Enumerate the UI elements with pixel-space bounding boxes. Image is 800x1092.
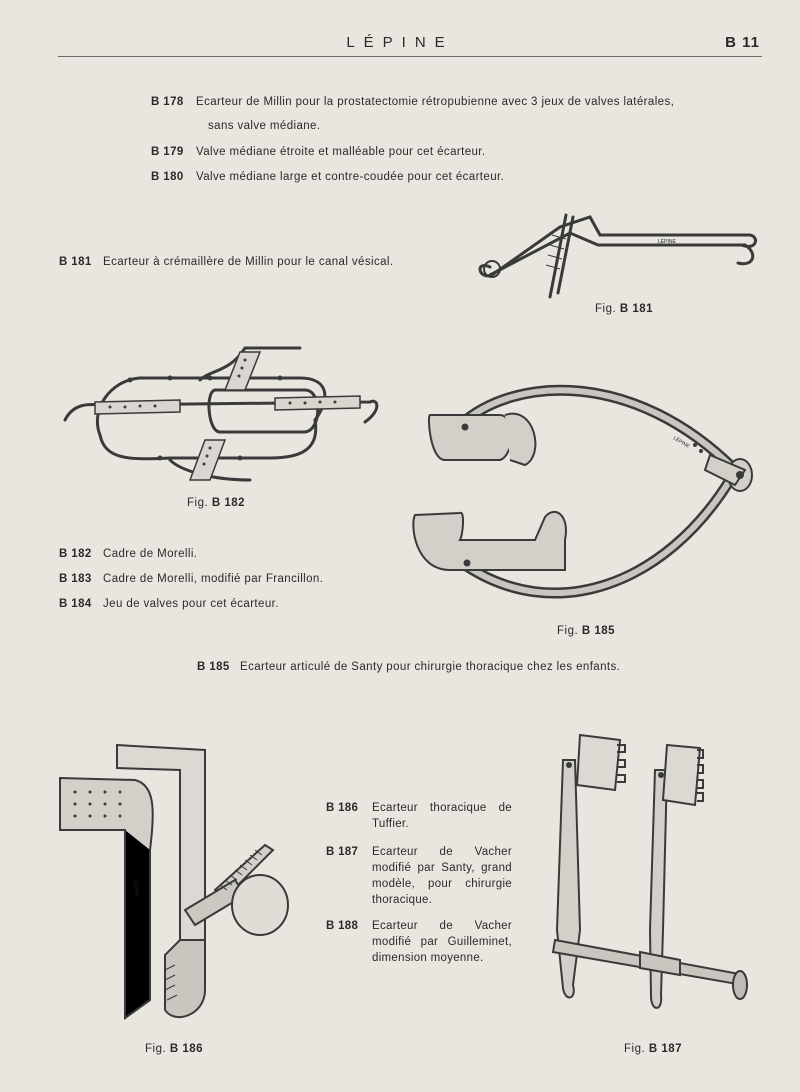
entry-text: Valve médiane étroite et malléable pour …	[196, 146, 486, 158]
caption-fig-b185: Fig. B 185	[557, 625, 615, 637]
entry-code: B 182	[59, 548, 92, 560]
entry-code: B 187	[326, 846, 359, 858]
entry-text: Ecarteur de Millin pour la prostatectomi…	[196, 96, 675, 108]
entry-text: Ecarteur articulé de Santy pour chirurgi…	[240, 661, 621, 673]
caption-fig-b186: Fig. B 186	[145, 1043, 203, 1055]
entry-text: Ecarteur à crémaillère de Millin pour le…	[103, 256, 394, 268]
entry-code: B 183	[59, 573, 92, 585]
entry-text: Valve médiane large et contre-coudée pou…	[196, 171, 505, 183]
figure-b181-illustration: LÉPINE	[478, 213, 758, 299]
entry-b185: B 185 Ecarteur articulé de Santy pour chi…	[197, 660, 620, 675]
caption-fig-b181: Fig. B 181	[595, 303, 653, 315]
entry-b179: B 179 Valve médiane étroite et malléable …	[151, 145, 485, 160]
entry-code: B 188	[326, 920, 359, 932]
caption-prefix: Fig.	[187, 497, 209, 509]
entry-b178-continuation: sans valve médiane.	[208, 120, 321, 132]
entry-text: Ecarteur de Vacher modifié par Santy, gr…	[372, 846, 512, 906]
entry-code: B 185	[197, 661, 230, 673]
entry-b184: B 184 Jeu de valves pour cet écarteur.	[59, 597, 279, 612]
entry-b188: B 188 Ecarteur de Vacher modifié par Gui…	[326, 918, 526, 970]
caption-number: B 187	[648, 1043, 683, 1055]
entry-text: Jeu de valves pour cet écarteur.	[103, 598, 279, 610]
entry-b181: B 181 Ecarteur à crémaillère de Millin po…	[59, 255, 393, 270]
entry-code: B 178	[151, 96, 184, 108]
maker-mark-engraving: LÉPINE	[131, 879, 141, 898]
figure-b182-illustration	[63, 346, 379, 482]
entry-b186: B 186 Ecarteur thoracique de Tuffier.	[326, 800, 526, 836]
entry-text: Cadre de Morelli.	[103, 548, 198, 560]
entry-b180: B 180 Valve médiane large et contre-coudé…	[151, 170, 504, 185]
caption-prefix: Fig.	[145, 1043, 167, 1055]
entry-code: B 184	[59, 598, 92, 610]
caption-prefix: Fig.	[557, 625, 579, 637]
caption-prefix: Fig.	[624, 1043, 646, 1055]
entry-text: Ecarteur de Vacher modifié par Guillemin…	[372, 920, 512, 964]
caption-fig-b182: Fig. B 182	[187, 497, 245, 509]
entry-b187: B 187 Ecarteur de Vacher modifié par San…	[326, 844, 526, 914]
caption-number: B 182	[211, 497, 246, 509]
entry-b178: B 178 Ecarteur de Millin pour la prostate…	[151, 95, 674, 110]
page-brand-header: LÉPINE	[346, 34, 454, 51]
entry-code: B 180	[151, 171, 184, 183]
entry-code: B 179	[151, 146, 184, 158]
entry-text: Ecarteur thoracique de Tuffier.	[372, 802, 512, 830]
maker-mark-engraving: LÉPINE	[658, 238, 676, 245]
caption-number: B 185	[581, 625, 616, 637]
caption-fig-b187: Fig. B 187	[624, 1043, 682, 1055]
entry-b182: B 182 Cadre de Morelli.	[59, 547, 197, 562]
entry-b183: B 183 Cadre de Morelli, modifié par Franc…	[59, 572, 323, 587]
header-rule	[58, 56, 762, 57]
caption-number: B 181	[619, 303, 654, 315]
figure-b186-illustration: LÉPINE	[59, 743, 289, 1020]
figure-b187-illustration	[551, 733, 748, 1009]
entry-text: Cadre de Morelli, modifié par Francillon…	[103, 573, 324, 585]
caption-number: B 186	[169, 1043, 204, 1055]
page-number: B 11	[725, 34, 760, 51]
figure-b185-illustration: LÉPINE	[412, 384, 753, 599]
entry-code: B 186	[326, 802, 359, 814]
caption-prefix: Fig.	[595, 303, 617, 315]
entry-code: B 181	[59, 256, 92, 268]
